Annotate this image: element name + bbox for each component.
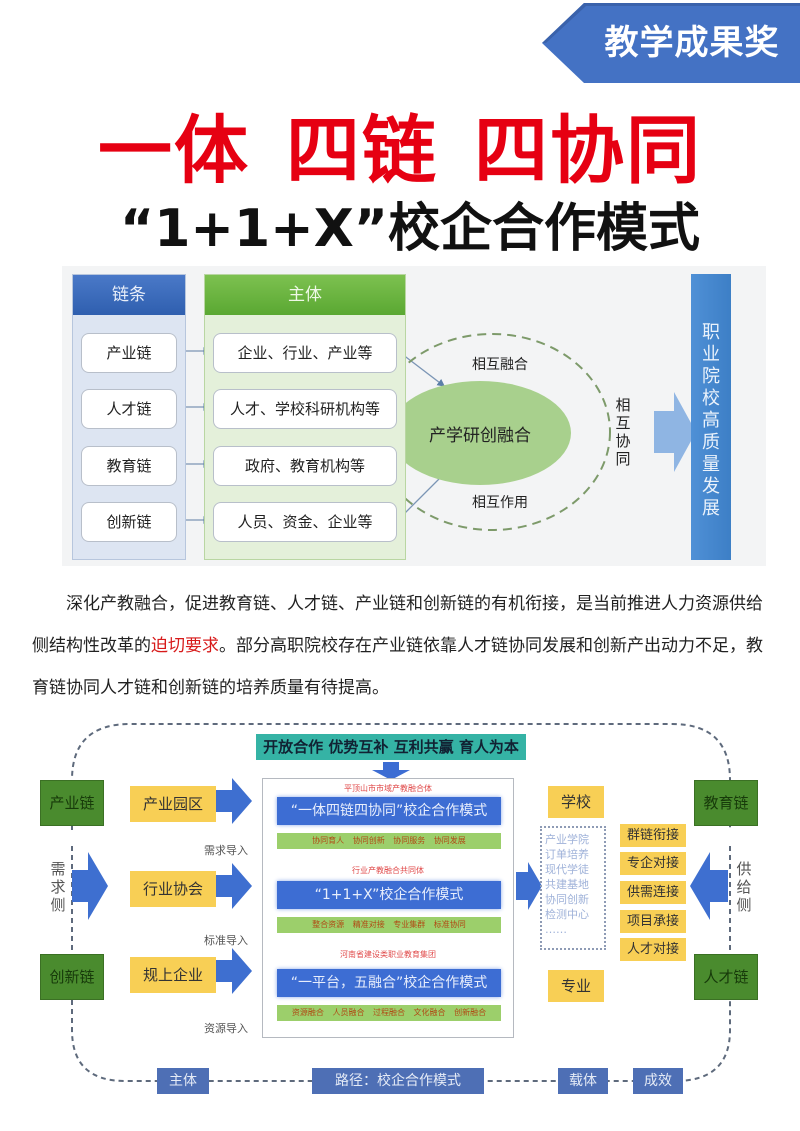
major-box: 专业 xyxy=(548,970,604,1002)
connection-item: 群链衔接 xyxy=(620,824,686,847)
mutual-action-label: 相互作用 xyxy=(472,495,528,511)
carrier-item: 现代学徒 xyxy=(545,863,589,876)
chain-item: 人才链 xyxy=(81,389,177,429)
left-chain-industry: 产业链 xyxy=(40,780,104,826)
title-part-1: 一体 xyxy=(98,108,250,194)
subject-item: 企业、行业、产业等 xyxy=(213,333,397,373)
paragraph-highlight: 迫切要求 xyxy=(151,636,219,656)
subject-item: 人员、资金、企业等 xyxy=(213,502,397,542)
model-3-caption: 河南省建设类职业教育集团 xyxy=(340,950,436,959)
path-outcome: 成效 xyxy=(633,1068,683,1094)
model-1-caption: 平顶山市市域产教融合体 xyxy=(344,784,432,793)
title-part-2: 四链 xyxy=(286,108,438,194)
connection-item: 项目承接 xyxy=(620,910,686,933)
paragraph-text-2: 。部分高职院校存在产业链依靠人才链协同发展和创新产出动力不足，教育链协同人才链和… xyxy=(32,636,763,698)
connection-item: 供需连接 xyxy=(620,881,686,904)
large-enterprise-box: 规上企业 xyxy=(130,957,216,993)
school-box: 学校 xyxy=(548,786,604,818)
goal-label: 职业院校高质量发展 xyxy=(702,322,720,519)
mutual-synergy-label: 相互协同 xyxy=(615,396,631,468)
carrier-item: …… xyxy=(545,923,567,936)
connection-item: 人才对接 xyxy=(620,938,686,961)
subject-column-header: 主体 xyxy=(205,275,405,315)
mutual-fusion-label: 相互融合 xyxy=(472,357,528,373)
cooperation-model-diagram: 开放合作 优势互补 互利共赢 育人为本 产业链 创新链 教育链 人才链 需求侧 … xyxy=(0,700,800,1131)
connection-item: 专企对接 xyxy=(620,852,686,875)
paragraph-text-1: 深化产教融合，促进教育链、人才链、产业链和创新链的有机衔接，是当前推进人力资源供… xyxy=(32,594,763,656)
body-paragraph: 深化产教融合，促进教育链、人才链、产业链和创新链的有机衔接，是当前推进人力资源供… xyxy=(32,583,772,709)
model-3-tags: 资源融合 人员融合 过程融合 文化融合 创新融合 xyxy=(277,1005,501,1021)
model-1-title: “一体四链四协同”校企合作模式 xyxy=(277,797,501,825)
chain-column-header: 链条 xyxy=(73,275,185,315)
center-ellipse-label: 产学研创融合 xyxy=(429,426,531,446)
chain-integration-diagram: 链条 产业链 人才链 教育链 创新链 主体 企业、行业、产业等 人才、学校科研机… xyxy=(62,266,766,566)
model-3-title: “一平台，五融合”校企合作模式 xyxy=(277,969,501,997)
award-label: 教学成果奖 xyxy=(604,23,780,63)
subject-item: 人才、学校科研机构等 xyxy=(213,389,397,429)
model-2-tags: 整合资源 精准对接 专业集群 标准协同 xyxy=(277,917,501,933)
subject-column: 主体 企业、行业、产业等 人才、学校科研机构等 政府、教育机构等 人员、资金、企… xyxy=(204,274,406,560)
resource-import-label: 资源导入 xyxy=(204,1022,248,1035)
right-chain-talent: 人才链 xyxy=(694,954,758,1000)
carrier-item: 检测中心 xyxy=(545,908,589,921)
chain-item: 产业链 xyxy=(81,333,177,373)
model-2-caption: 行业产教融合共同体 xyxy=(352,866,424,875)
award-badge: 教学成果奖 xyxy=(532,3,800,83)
path-subject: 主体 xyxy=(157,1068,209,1094)
carrier-item: 协同创新 xyxy=(545,893,589,906)
title-part-3: 四协同 xyxy=(474,108,702,194)
subtitle: “1+1+X”校企合作模式 xyxy=(120,199,700,259)
model-1-tags: 协同育人 协同创新 协同服务 协同发展 xyxy=(277,833,501,849)
carrier-list: 产业学院 订单培养 现代学徒 共建基地 协同创新 检测中心 …… xyxy=(540,826,606,950)
ribbon-arrow-shape xyxy=(542,3,800,83)
principles-banner: 开放合作 优势互补 互利共赢 育人为本 xyxy=(256,734,526,760)
connector-lines xyxy=(178,333,696,531)
subject-item: 政府、教育机构等 xyxy=(213,446,397,486)
carrier-item: 订单培养 xyxy=(545,848,589,861)
carrier-item: 共建基地 xyxy=(545,878,589,891)
goal-bar: 职业院校高质量发展 xyxy=(691,274,731,560)
path-route: 路径：校企合作模式 xyxy=(312,1068,484,1094)
carrier-item: 产业学院 xyxy=(545,833,589,846)
path-carrier: 载体 xyxy=(558,1068,608,1094)
chain-column: 链条 产业链 人才链 教育链 创新链 xyxy=(72,274,186,560)
demand-import-label: 需求导入 xyxy=(204,844,248,857)
model-2-title: “1+1+X”校企合作模式 xyxy=(277,881,501,909)
right-chain-education: 教育链 xyxy=(694,780,758,826)
demand-side-label: 需求侧 xyxy=(50,860,66,914)
chain-item: 创新链 xyxy=(81,502,177,542)
main-title: 一体四链四协同 xyxy=(0,108,800,194)
industrial-park-box: 产业园区 xyxy=(130,786,216,822)
standard-import-label: 标准导入 xyxy=(204,934,248,947)
chain-item: 教育链 xyxy=(81,446,177,486)
models-container: 平顶山市市域产教融合体 “一体四链四协同”校企合作模式 协同育人 协同创新 协同… xyxy=(262,778,514,1038)
supply-side-label: 供给侧 xyxy=(736,860,752,914)
industry-association-box: 行业协会 xyxy=(130,871,216,907)
left-chain-innovation: 创新链 xyxy=(40,954,104,1000)
